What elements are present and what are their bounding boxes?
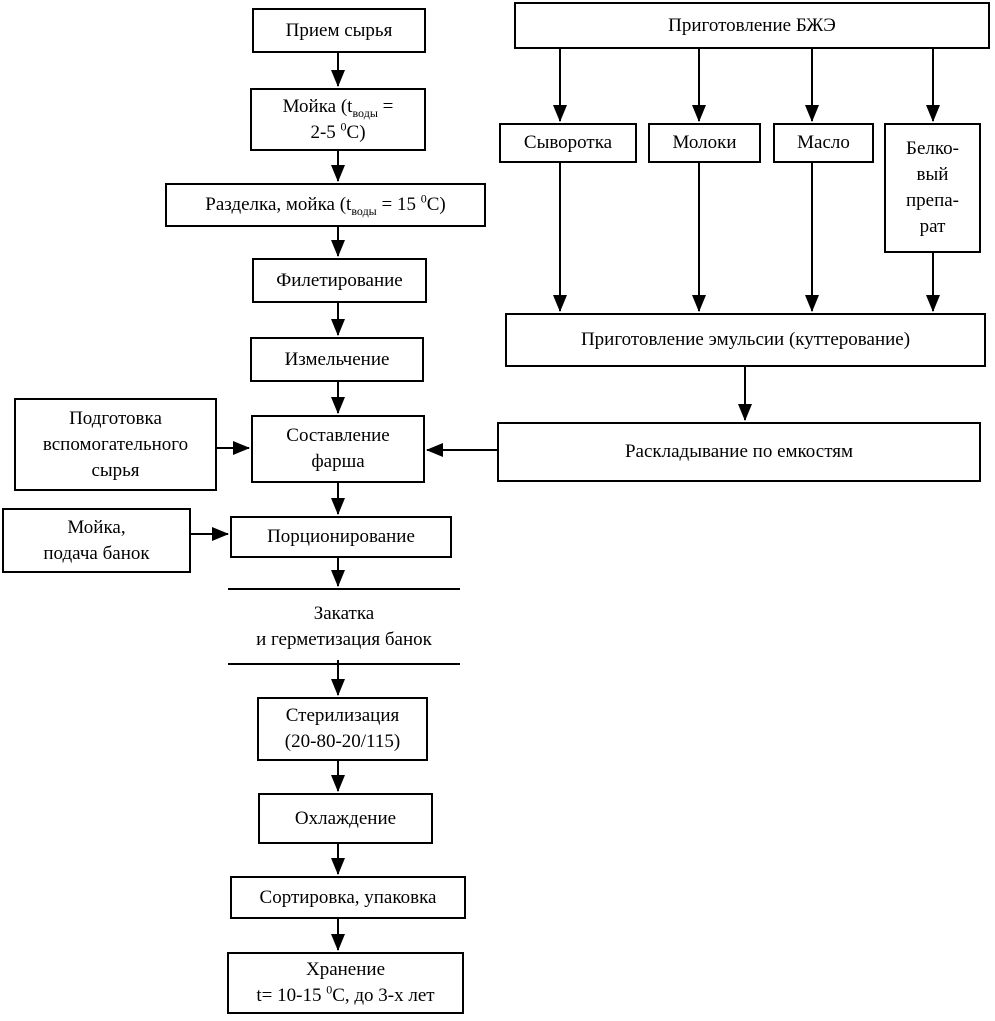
node-can-washing-label: Мойка, подача банок (43, 516, 150, 564)
node-reception-label: Прием сырья (285, 19, 393, 41)
node-cutting-washing: Разделка, мойка (tводы = 15 0С) (165, 183, 486, 227)
node-grinding-label: Измельчение (284, 348, 390, 370)
node-sterilization-label: Стерилизация (20-80-20/115) (284, 705, 401, 752)
node-protein-preparation-label: Белко- вый препа- рат (905, 138, 960, 237)
node-laying-out-label: Раскладывание по емкостям (624, 441, 854, 462)
node-aux-raw-preparation-label: Подготовка вспомогательного сырья (42, 407, 189, 481)
node-emulsion-preparation: Приготовление эмульсии (куттерование) (505, 313, 986, 367)
node-portioning: Порционирование (230, 516, 452, 558)
node-cooling-label: Охлаждение (294, 807, 397, 829)
node-sterilization: Стерилизация (20-80-20/115) (257, 697, 428, 761)
node-seaming-label: Закатка и герметизация банок (256, 602, 432, 650)
node-seaming: Закатка и герметизация банок (228, 588, 460, 665)
node-cutting-washing-label: Разделка, мойка (tводы = 15 0С) (205, 191, 446, 218)
node-washing: Мойка (tводы =2-5 0С) (250, 88, 426, 151)
node-washing-label: Мойка (tводы =2-5 0С) (282, 95, 394, 143)
node-grinding: Измельчение (250, 337, 424, 382)
node-sorting-packing-label: Сортировка, упаковка (259, 886, 437, 908)
node-filleting: Филетирование (252, 258, 427, 303)
node-butter: Масло (773, 123, 874, 163)
node-whey: Сыворотка (499, 123, 637, 163)
node-milt: Молоки (648, 123, 761, 163)
node-butter-label: Масло (797, 132, 850, 153)
node-milt-label: Молоки (672, 132, 737, 153)
node-portioning-label: Порционирование (267, 526, 415, 547)
node-can-washing: Мойка, подача банок (2, 508, 191, 573)
node-cooling: Охлаждение (258, 793, 433, 844)
node-bzhe-preparation: Приготовление БЖЭ (514, 2, 990, 49)
node-bzhe-preparation-label: Приготовление БЖЭ (668, 14, 836, 36)
node-whey-label: Сыворотка (523, 132, 613, 153)
node-laying-out: Раскладывание по емкостям (497, 422, 981, 482)
node-mince-preparation: Составление фарша (251, 415, 425, 483)
node-reception: Прием сырья (252, 8, 426, 53)
node-filleting-label: Филетирование (276, 269, 403, 291)
node-mince-preparation-label: Составление фарша (286, 425, 390, 472)
node-aux-raw-preparation: Подготовка вспомогательного сырья (14, 398, 217, 491)
node-sorting-packing: Сортировка, упаковка (230, 876, 466, 919)
node-protein-preparation: Белко- вый препа- рат (884, 123, 981, 253)
node-emulsion-preparation-label: Приготовление эмульсии (куттерование) (580, 329, 911, 350)
